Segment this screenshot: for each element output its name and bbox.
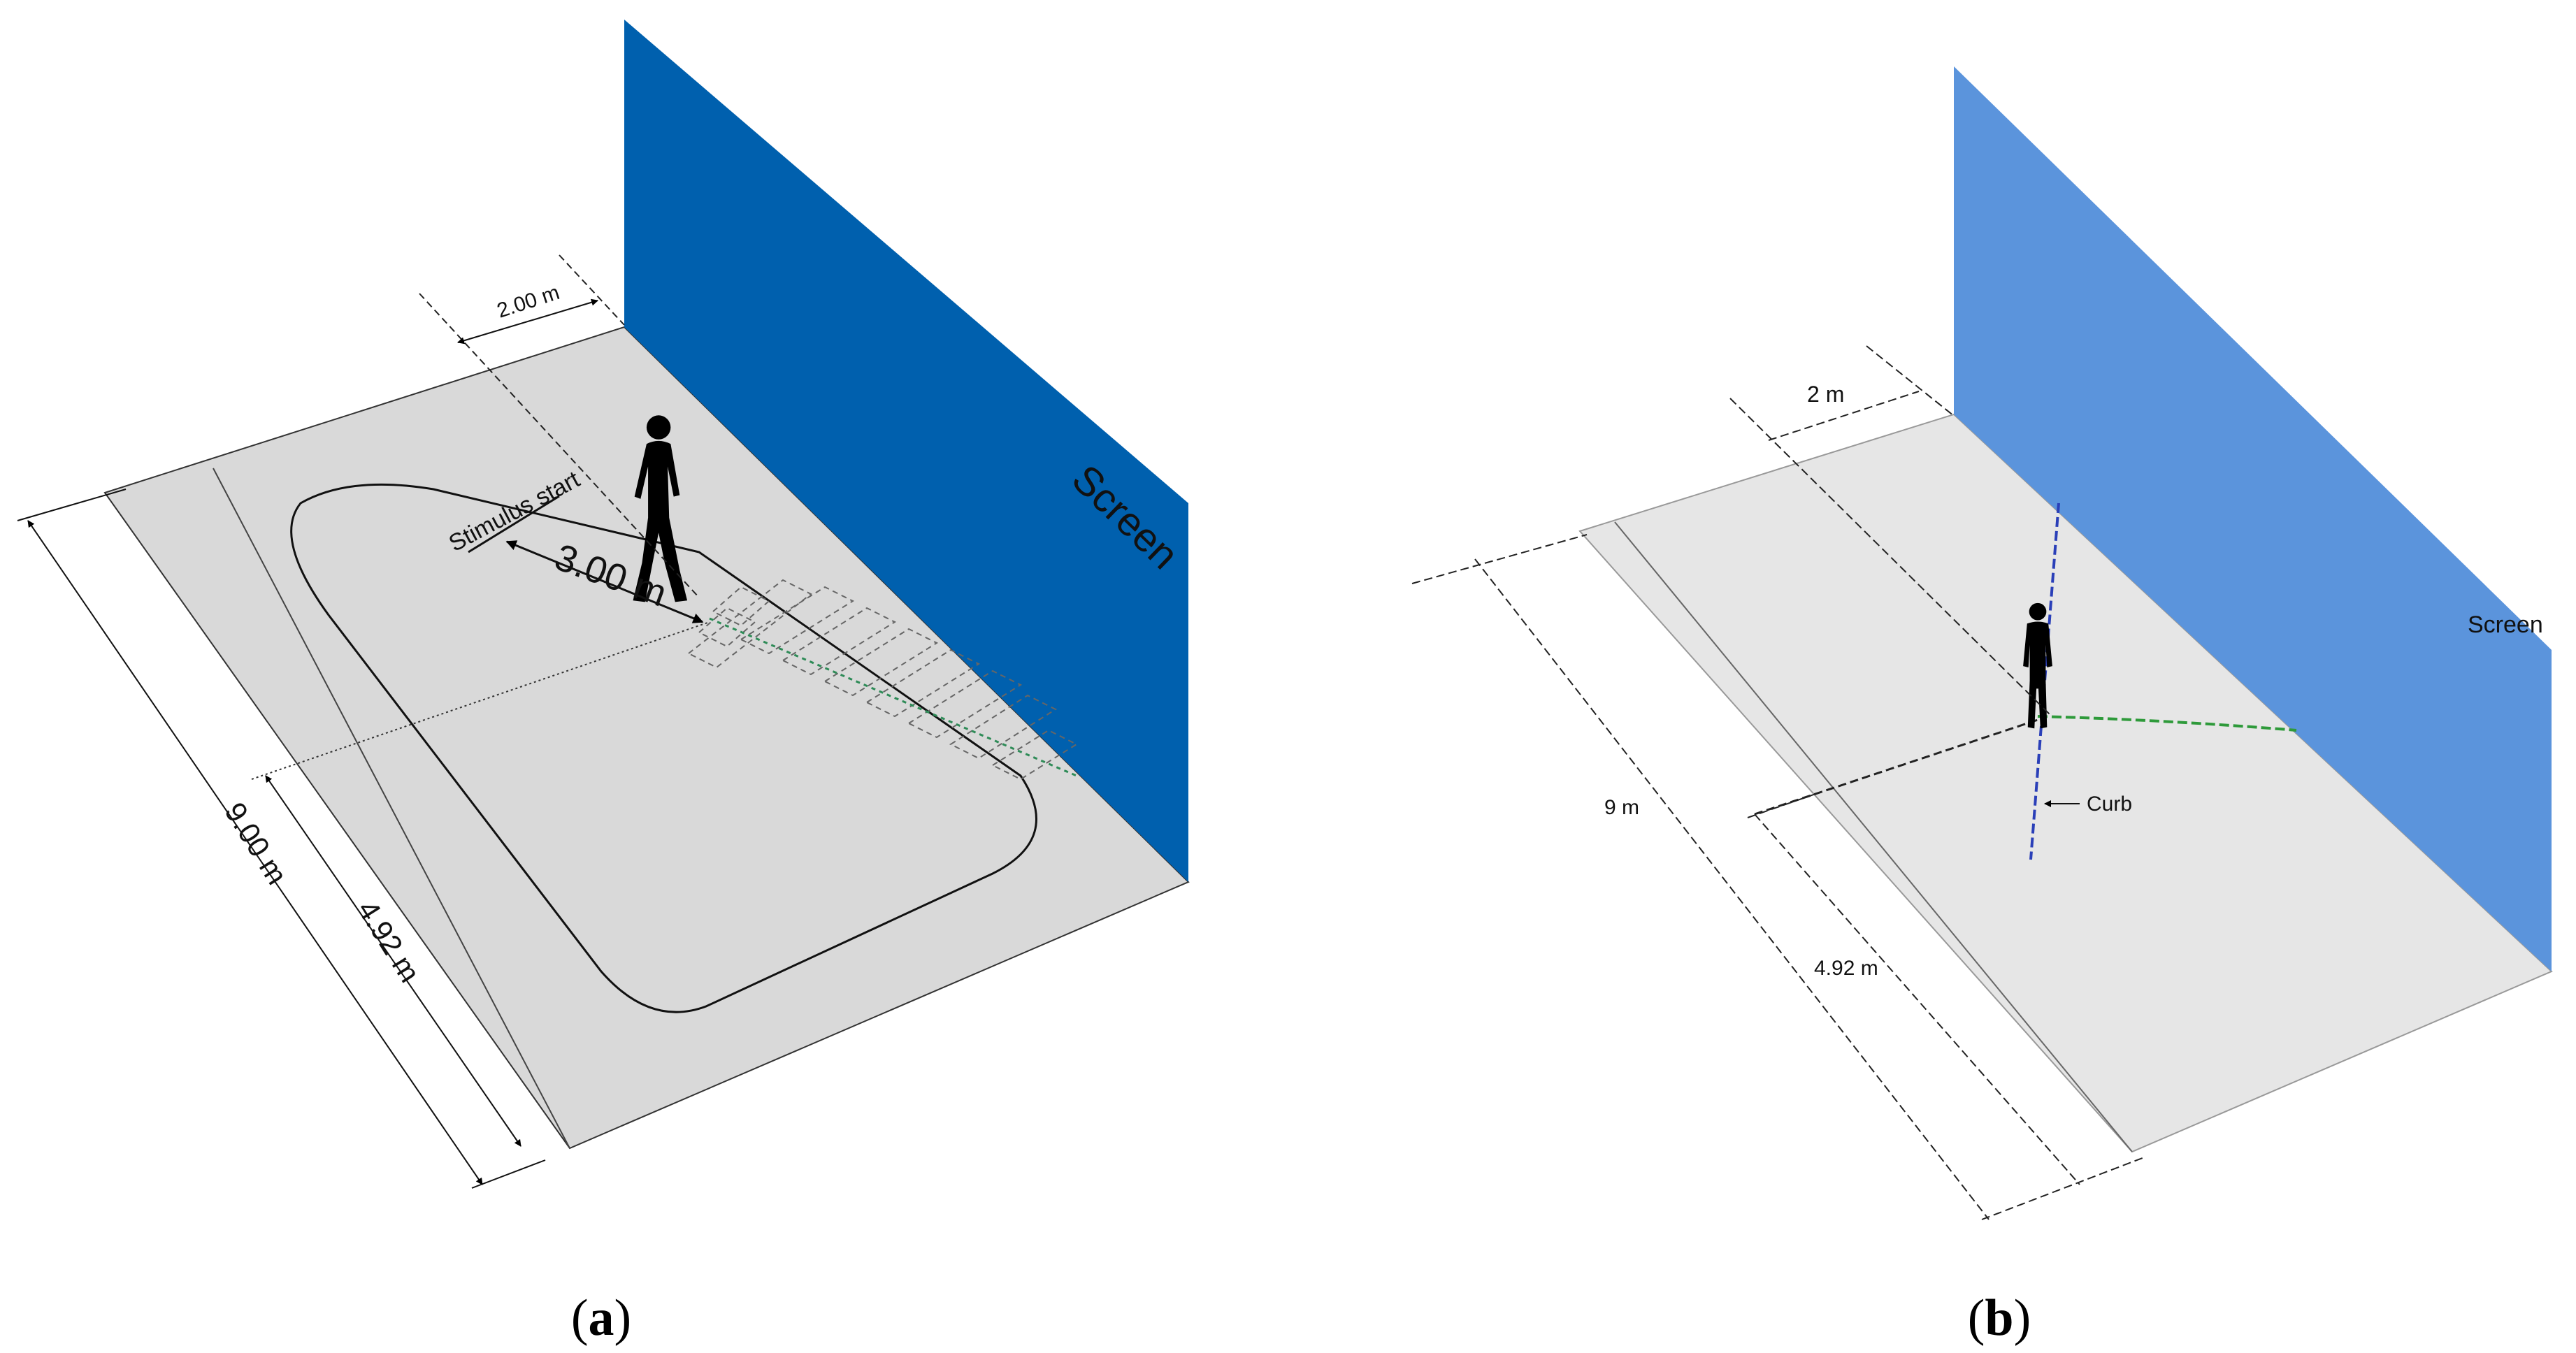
caption-a: (a) [571,1289,631,1347]
dim-width-ext1 [419,293,700,598]
curb-label: Curb [2087,793,2132,816]
dim-length-line-b [1474,558,1989,1220]
dim-length-tick1-b [1411,534,1588,584]
stimulus-start-line [468,495,560,554]
crosswalk [687,579,1079,781]
screen-label-b: Screen [2468,612,2543,638]
dim-width-ext2 [559,254,625,326]
walking-path-b [2037,715,2297,732]
panel-b: Screen Curb 2 m 9 m 4.92 m (b) [1411,66,2553,1347]
curb-line [2029,502,2060,860]
dim-half-line-a [265,775,521,1147]
screen-wall-a [624,20,1188,882]
dim-width-label-b: 2 m [1807,382,1844,407]
dim-length-tick1 [17,489,127,521]
dim-half-line-b [1754,813,2080,1185]
dim-width-label-a: 2.00 m [494,281,562,323]
dim-width-line [457,298,598,345]
sidewalk-edge-b [1614,521,2133,1152]
screen-wall-b [1954,66,2552,971]
dim-half-label-b: 4.92 m [1814,957,1878,980]
dim-length-tick2 [471,1159,546,1189]
dim-length-label-a: 9.00 m [218,797,294,890]
dim-stimulus-line [505,540,704,623]
dim-width-ext2-b [1866,345,1955,417]
panel-a: Screen 2.00 m Stimulus start [17,20,1190,1347]
caption-b: (b) [1968,1289,2031,1347]
dim-length-tick2-b [1981,1156,2147,1220]
dim-length-label-b: 9 m [1604,796,1639,819]
dim-width-line-b [1768,391,1920,441]
